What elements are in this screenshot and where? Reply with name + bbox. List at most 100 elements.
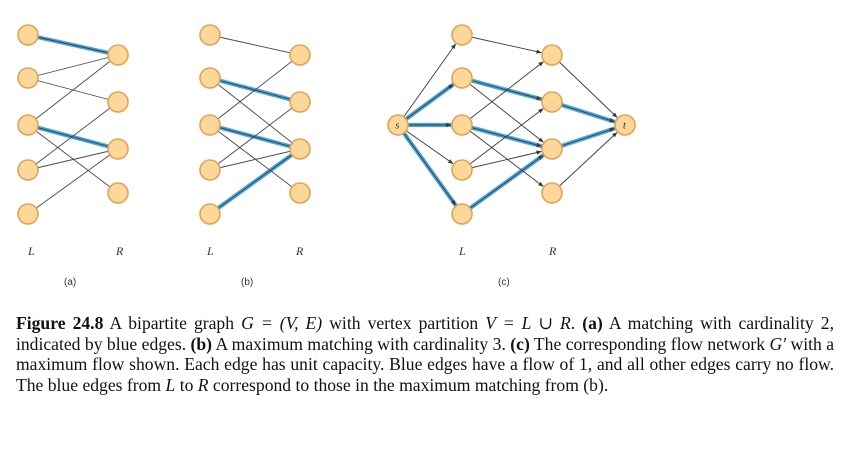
panel-b-edge-3-1 <box>209 101 301 171</box>
panel-b-left-node-4 <box>199 203 221 225</box>
panel-a-caption-label: (a) <box>64 277 76 288</box>
panel-c-edge-4-2 <box>461 155 544 215</box>
panel-c-edge-1-1 <box>461 77 542 101</box>
panel-c-left-node-0 <box>451 24 473 46</box>
panel-a-right-label: R <box>115 244 124 258</box>
panel-c-left-node-1 <box>451 67 473 89</box>
panel-a-right-node-2 <box>107 138 129 160</box>
panel-c-edge-3-1 <box>461 108 544 171</box>
caption-math-graph: G = (V, E) <box>241 313 323 333</box>
panel-b-right-node-1 <box>289 91 311 113</box>
panel-c-edge-3-t <box>551 132 618 194</box>
panel-c-right-node-2 <box>541 138 563 160</box>
panel-b-edge-2-3 <box>209 124 301 194</box>
caption-math-gprime: G′ <box>769 333 787 354</box>
panel-b: L R (b) <box>199 24 311 288</box>
panel-c-left-node-3 <box>451 159 473 181</box>
panel-c-source-label: s <box>395 121 399 132</box>
caption-dot: . <box>570 313 583 333</box>
panel-a-right-node-0 <box>107 44 129 66</box>
caption-c-text-1: The corresponding flow network <box>529 333 770 354</box>
panel-a-edge-1-0 <box>27 54 119 79</box>
panel-c-flow-edges <box>395 75 628 217</box>
panel-c-right-node-1 <box>541 91 563 113</box>
caption-c-label: (c) <box>510 333 530 354</box>
panel-c-edge-2-t <box>551 127 616 150</box>
panel-c-edge-1-t <box>551 101 616 123</box>
panel-c-edge-s-3 <box>397 124 454 165</box>
figure-caption: Figure 24.8 A bipartite graph G = (V, E)… <box>16 313 834 395</box>
panel-c-left-node-4 <box>451 203 473 225</box>
panel-a-edge-4-2 <box>27 148 119 215</box>
caption-b-label: (b) <box>190 333 213 354</box>
panel-a-edge-3-2 <box>27 148 119 171</box>
panel-c-left-node-2 <box>451 114 473 136</box>
panel-c-edge-3-2 <box>461 150 542 171</box>
panel-a-edge-2-2 <box>27 124 119 150</box>
panel-b-caption-label: (b) <box>241 277 253 288</box>
panel-b-left-node-0 <box>199 24 221 46</box>
caption-b-text: A maximum matching with cardinality 3. <box>212 333 511 354</box>
panel-a-left-node-4 <box>17 203 39 225</box>
panel-a-left-node-3 <box>17 159 39 181</box>
panel-b-right-label: R <box>295 244 304 258</box>
caption-math-r: R <box>197 374 209 395</box>
panel-b-left-node-3 <box>199 159 221 181</box>
caption-end-text: correspond to those in the maximum match… <box>208 374 609 395</box>
panel-c-edges <box>397 34 618 215</box>
caption-math-partition: V = L ∪ R <box>485 313 571 333</box>
panel-b-left-node-2 <box>199 114 221 136</box>
panel-b-nodes <box>199 24 311 225</box>
panel-b-edge-1-2 <box>209 77 301 150</box>
panel-c-edge-s-4 <box>397 124 456 206</box>
panel-c-caption-label: (c) <box>498 277 510 288</box>
panel-b-edge-3-2 <box>209 148 301 171</box>
panel-c-edge-1-2 <box>461 77 544 143</box>
panel-a-right-node-1 <box>107 91 129 113</box>
panel-a-nodes <box>17 24 129 225</box>
caption-figure-number: Figure 24.8 <box>16 313 104 333</box>
panel-b-right-node-3 <box>289 182 311 204</box>
panel-c-edge-s-0 <box>397 43 456 126</box>
panel-a: L R (a) <box>17 24 129 288</box>
caption-math-l: L <box>165 374 176 395</box>
panel-a-edge-3-1 <box>27 101 119 171</box>
panel-a-left-node-2 <box>17 114 39 136</box>
panel-b-edge-2-2 <box>209 124 301 150</box>
panel-c-source-node <box>387 114 409 136</box>
panel-a-left-node-0 <box>17 24 39 46</box>
panel-b-right-node-2 <box>289 138 311 160</box>
panel-c-sink-label: t <box>623 121 626 132</box>
panel-b-left-label: L <box>206 244 214 258</box>
panel-c-sink-node <box>614 114 636 136</box>
panel-c-edge-2-2 <box>461 124 542 148</box>
panel-a-edge-2-3 <box>27 124 119 194</box>
panel-c-edge-2-0 <box>461 61 544 126</box>
caption-to-text: to <box>175 374 198 395</box>
panel-a-left-label: L <box>27 244 35 258</box>
panel-b-edge-2-0 <box>209 54 301 126</box>
panel-b-edge-0-0 <box>209 34 301 56</box>
panel-a-right-node-3 <box>107 182 129 204</box>
panel-a-edge-2-0 <box>27 54 119 126</box>
caption-with-partition: with vertex partition <box>322 313 486 333</box>
panel-c-right-node-3 <box>541 182 563 204</box>
panel-c-right-node-0 <box>541 44 563 66</box>
panel-c-left-label: L <box>458 244 466 258</box>
panel-a-left-node-1 <box>17 67 39 89</box>
panel-b-edges <box>209 34 301 215</box>
caption-a-label: (a) <box>582 313 603 333</box>
panel-a-edge-0-0 <box>27 34 119 56</box>
panel-c-edge-0-0 <box>461 34 542 54</box>
caption-intro: A bipartite graph <box>103 313 242 333</box>
panel-a-edges <box>27 34 119 215</box>
caption-a-text: A matching with cardinality 2, indicated… <box>16 313 834 354</box>
panel-c-right-label: R <box>548 244 557 258</box>
panel-c-edge-2-3 <box>461 124 544 187</box>
panel-b-right-node-0 <box>289 44 311 66</box>
panel-c-edge-s-1 <box>397 84 454 126</box>
panel-b-left-node-1 <box>199 67 221 89</box>
